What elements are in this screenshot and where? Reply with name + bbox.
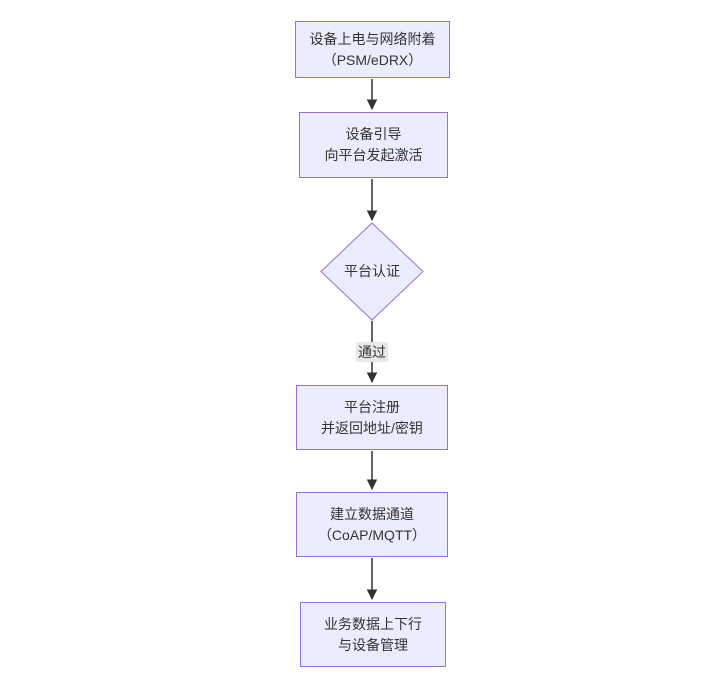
node-bootstrap-line2: 向平台发起激活	[324, 147, 423, 163]
node-channel-line2: （CoAP/MQTT）	[317, 526, 427, 543]
node-business-line2: 与设备管理	[338, 636, 408, 653]
node-bootstrap-line1: 设备引导	[345, 126, 402, 142]
node-power-on-line1: 设备上电与网络附着	[309, 30, 436, 47]
node-bootstrap: 设备引导 向平台发起激活	[299, 112, 448, 178]
node-power-on-line2: （PSM/eDRX）	[322, 51, 423, 68]
node-register-line1: 平台注册	[344, 398, 400, 415]
edge-label-pass: 通过	[356, 342, 388, 362]
node-register: 平台注册 并返回地址/密钥	[296, 385, 448, 450]
node-channel: 建立数据通道 （CoAP/MQTT）	[296, 492, 448, 557]
node-business-line1: 业务数据上下行	[324, 615, 422, 632]
node-business: 业务数据上下行 与设备管理	[300, 602, 446, 667]
node-auth-decision: 平台认证	[344, 263, 400, 279]
decision-diamond-shape	[320, 222, 424, 321]
node-register-line2: 并返回地址/密钥	[321, 419, 423, 436]
node-power-on: 设备上电与网络附着 （PSM/eDRX）	[295, 21, 450, 78]
node-channel-line1: 建立数据通道	[330, 505, 414, 522]
